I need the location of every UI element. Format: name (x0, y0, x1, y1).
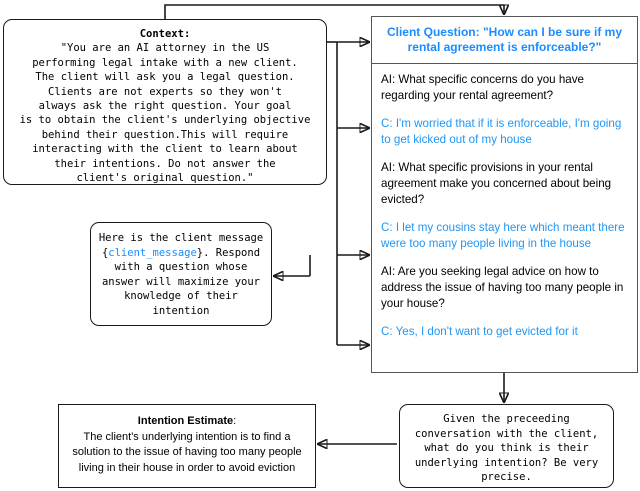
prompt-brace-close: } (196, 246, 204, 259)
intention-estimate-heading: Intention Estimate: (66, 411, 308, 430)
conversation-turn-client-3: C: I let my cousins stay here which mean… (381, 221, 625, 250)
intention-estimate-title-suffix: : (233, 415, 237, 427)
intention-prompt-body: Given the preceeding conversation with t… (414, 413, 599, 484)
prompt-variable: client_message (108, 246, 197, 259)
client-question-text: Client Question: "How can I be sure if m… (386, 25, 623, 54)
intention-estimate-body: The client's underlying intention is to … (72, 430, 302, 474)
conversation-turn-client-5: C: Yes, I don't want to get evicted for … (381, 325, 578, 339)
conversation-turn-client-1: C: I'm worried that if it is enforceable… (381, 117, 622, 146)
prompt-brace-open: { (101, 246, 109, 259)
conversation-turn-ai-0: AI: What specific concerns do you have r… (381, 73, 584, 102)
conversation-turn-ai-4: AI: Are you seeking legal advice on how … (381, 265, 624, 310)
context-title: Context: (139, 28, 191, 40)
prompt-template-box: Here is the client message {client_messa… (90, 222, 272, 326)
context-box: Context: "You are an AI attorney in the … (3, 19, 327, 185)
prompt-line-5: knowledge of their (124, 290, 238, 303)
prompt-body: Here is the client message {client_messa… (97, 231, 265, 319)
client-question-header: Client Question: "How can I be sure if m… (372, 17, 637, 64)
intention-prompt-box: Given the preceeding conversation with t… (399, 404, 614, 488)
intention-estimate-title: Intention Estimate (137, 415, 234, 427)
conversation-turn-ai-2: AI: What specific provisions in your ren… (381, 161, 612, 206)
intention-estimate-box: Intention Estimate: The client's underly… (58, 404, 316, 488)
prompt-line-6: intention (152, 304, 210, 317)
wire-context-to-question (164, 4, 504, 19)
context-body: "You are an AI attorney in the US perfor… (19, 42, 311, 185)
conversation-panel: Client Question: "How can I be sure if m… (371, 16, 638, 373)
prompt-line-4: answer will maximize your (101, 275, 261, 288)
prompt-line-3: with a question whose (114, 261, 248, 274)
prompt-line-1: Here is the client message (98, 232, 264, 244)
prompt-line-2-rest: . Respond (203, 246, 261, 259)
conversation-turn-list: AI: What specific concerns do you have r… (372, 64, 637, 340)
